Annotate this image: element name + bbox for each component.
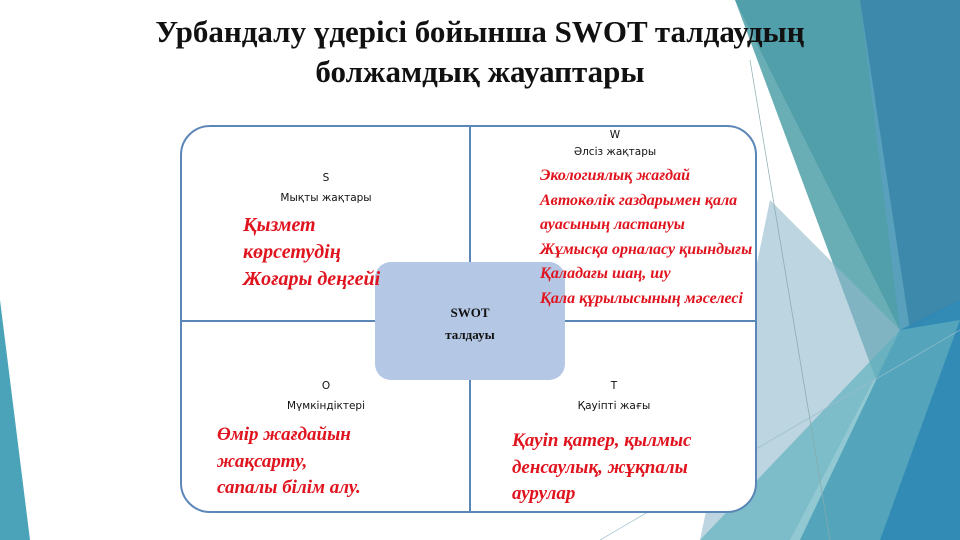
weaknesses-item: Жұмысқа орналасу қиындығы [540, 240, 753, 258]
deco-shape [860, 0, 960, 330]
strengths-letter: S [322, 172, 330, 184]
weaknesses-item: Автокөлік газдарымен қала [540, 191, 738, 209]
center-line-1: SWOT [450, 305, 490, 320]
weaknesses-item: ауасының ластануы [540, 216, 685, 233]
center-line-2: талдауы [445, 327, 495, 342]
opportunities-item: жақсарту, [217, 450, 308, 472]
strengths-header: S Мықты жақтары [226, 168, 426, 208]
deco-line [749, 59, 831, 540]
threats-header: T Қауіпті жағы [514, 376, 714, 416]
weaknesses-item: Экологиялық жағдай [540, 167, 690, 184]
opportunities-label: Мүмкіндіктері [287, 400, 365, 412]
deco-shape [0, 300, 30, 540]
deco-shape [700, 320, 960, 540]
swot-center-box: SWOT талдауы [375, 262, 565, 380]
weaknesses-text: Экологиялық жағдай Автокөлік газдарымен … [540, 164, 752, 311]
threats-text: Қауіп қатер, қылмыс денсаулық, жұқпалы а… [512, 428, 691, 508]
strengths-item: көрсетудің [243, 241, 341, 263]
page-title: Урбандалу үдерісі бойынша SWOT талдаудың… [80, 12, 880, 92]
title-line-1: Урбандалу үдерісі бойынша SWOT талдаудың [155, 14, 805, 49]
opportunities-header: O Мүмкіндіктері [226, 376, 426, 416]
weaknesses-label: Әлсіз жақтары [573, 146, 657, 158]
title-line-2: болжамдық жауаптары [315, 54, 645, 89]
strengths-label: Мықты жақтары [280, 192, 372, 204]
threats-letter: T [610, 380, 618, 392]
threats-item: Қауіп қатер, қылмыс [512, 430, 692, 451]
weaknesses-header: W Әлсіз жақтары [515, 127, 715, 161]
opportunities-letter: O [321, 380, 331, 392]
opportunities-text: Өмір жағдайын жақсарту, сапалы білім алу… [217, 422, 361, 502]
weaknesses-item: Қала құрылысының мәселесі [540, 289, 743, 307]
opportunities-item: сапалы білім алу. [217, 477, 361, 498]
strengths-item: Қызмет [243, 214, 316, 236]
threats-item: аурулар [512, 483, 576, 504]
strengths-text: Қызмет көрсетудің Жоғары деңгейі [243, 212, 380, 293]
opportunities-item: Өмір жағдайын [217, 424, 351, 445]
weaknesses-letter: W [609, 129, 621, 141]
strengths-item: Жоғары деңгейі [243, 268, 381, 290]
threats-item: денсаулық, жұқпалы [512, 456, 688, 478]
threats-label: Қауіпті жағы [577, 400, 651, 412]
weaknesses-item: Қаладағы шаң, шу [540, 265, 671, 282]
